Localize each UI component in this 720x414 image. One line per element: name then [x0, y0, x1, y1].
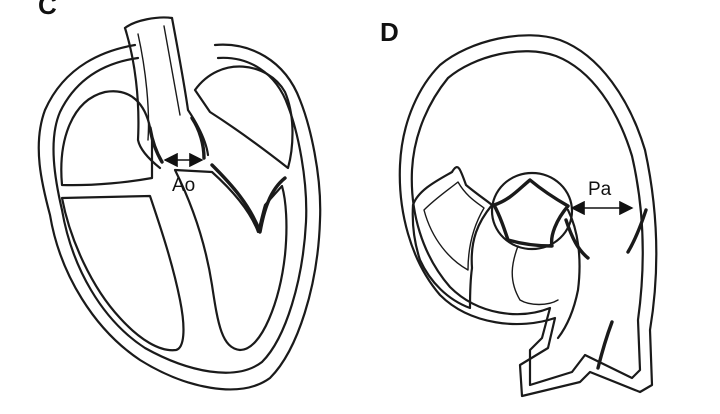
panel-c-outer-wall — [37, 43, 322, 391]
panel-c-inner-wall — [52, 56, 308, 374]
panel-d-valve-ring — [490, 171, 574, 251]
panel-d-outer-wall — [398, 34, 658, 398]
panel-c-aorta-right-wall — [170, 16, 210, 157]
panel-c-aorta-inner-right — [163, 25, 181, 116]
panel-c-upper-right-chamber — [193, 65, 294, 170]
panel-c-aortic-leaflet-left — [148, 126, 164, 164]
panel-d-septal-band — [556, 208, 581, 340]
panel-d-inner-wall — [410, 50, 644, 387]
panel-d-letter: D — [380, 17, 399, 47]
panel-c: C Ao — [37, 0, 322, 391]
panel-c-measure-label: Ao — [172, 175, 195, 196]
panel-c-septum-left — [60, 194, 185, 352]
panel-d-leaflet-tip-left — [564, 218, 590, 260]
panel-d-left-chamber — [411, 166, 494, 310]
panel-c-letter: C — [38, 0, 57, 20]
panel-c-septum-right — [173, 168, 288, 352]
panel-c-aorta-left-wall — [123, 26, 162, 170]
panel-d-measure-label: Pa — [588, 179, 612, 200]
panel-c-upper-left-chamber — [60, 90, 154, 187]
panel-d-leaflet-tip-right — [626, 208, 648, 254]
panel-d: D Pa — [380, 17, 658, 398]
panel-d-left-chamber-inner — [423, 181, 485, 271]
panel-c-aorta-inner-left — [137, 33, 150, 141]
panel-d-valve-leaflets — [492, 178, 570, 248]
panel-d-outflow-inner — [511, 245, 559, 306]
panel-c-mitral-leaflet — [210, 163, 287, 234]
panel-c-aortic-leaflet-right — [190, 116, 206, 160]
panel-c-aorta-top — [123, 16, 174, 30]
panel-d-lower-leaflet — [596, 320, 614, 370]
